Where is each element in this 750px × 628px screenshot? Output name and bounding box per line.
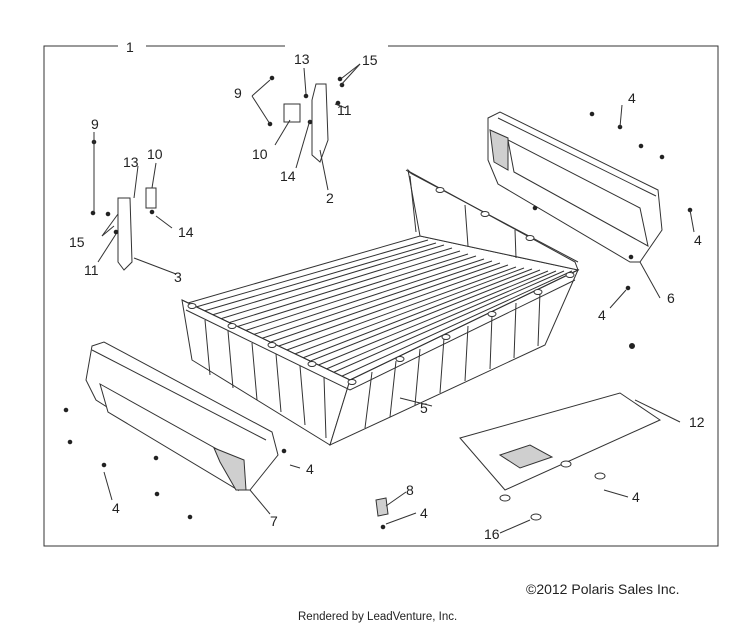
callout-15: 15: [69, 234, 85, 250]
callout-4: 4: [306, 461, 314, 477]
callout-4: 4: [632, 489, 640, 505]
callout-16: 16: [484, 526, 500, 542]
callout-13: 13: [294, 51, 310, 67]
callout-5: 5: [420, 400, 428, 416]
copyright-notice: ©2012 Polaris Sales Inc.: [526, 581, 680, 597]
callout-11: 11: [84, 262, 99, 278]
bracket-3: [117, 187, 157, 271]
callout-10: 10: [252, 146, 268, 162]
callout-4: 4: [420, 505, 428, 521]
callout-11: 11: [337, 102, 352, 118]
callout-2: 2: [326, 190, 334, 206]
callout-4: 4: [112, 500, 120, 516]
callout-9: 9: [234, 85, 242, 101]
rendered-by-credit: Rendered by LeadVenture, Inc.: [298, 611, 458, 623]
skid-plate: [459, 392, 662, 521]
callout-10: 10: [147, 146, 163, 162]
callout-4: 4: [694, 232, 702, 248]
callout-8: 8: [406, 482, 414, 498]
callout-7: 7: [270, 513, 278, 529]
bracket-2: [283, 83, 329, 163]
fasteners: [90, 75, 693, 530]
diagram-frame: [43, 45, 719, 547]
leader-lines: [93, 63, 695, 534]
callout-4: 4: [598, 307, 606, 323]
rear-panel: [487, 111, 665, 263]
callout-14: 14: [178, 224, 194, 240]
cargo-box: [181, 168, 580, 446]
callout-labels: 1 2 3 4 4 4 4 4 4 4 5 6 7 8 9 9 10 10 11…: [69, 39, 705, 542]
callout-3: 3: [174, 269, 182, 285]
callout-15: 15: [362, 52, 378, 68]
front-panel: [63, 341, 287, 520]
callout-6: 6: [667, 290, 675, 306]
callout-1: 1: [126, 39, 134, 55]
callout-12: 12: [689, 414, 705, 430]
callout-13: 13: [123, 154, 139, 170]
callout-14: 14: [280, 168, 296, 184]
latch-8: [375, 497, 389, 517]
callout-4: 4: [628, 90, 636, 106]
callout-9: 9: [91, 116, 99, 132]
